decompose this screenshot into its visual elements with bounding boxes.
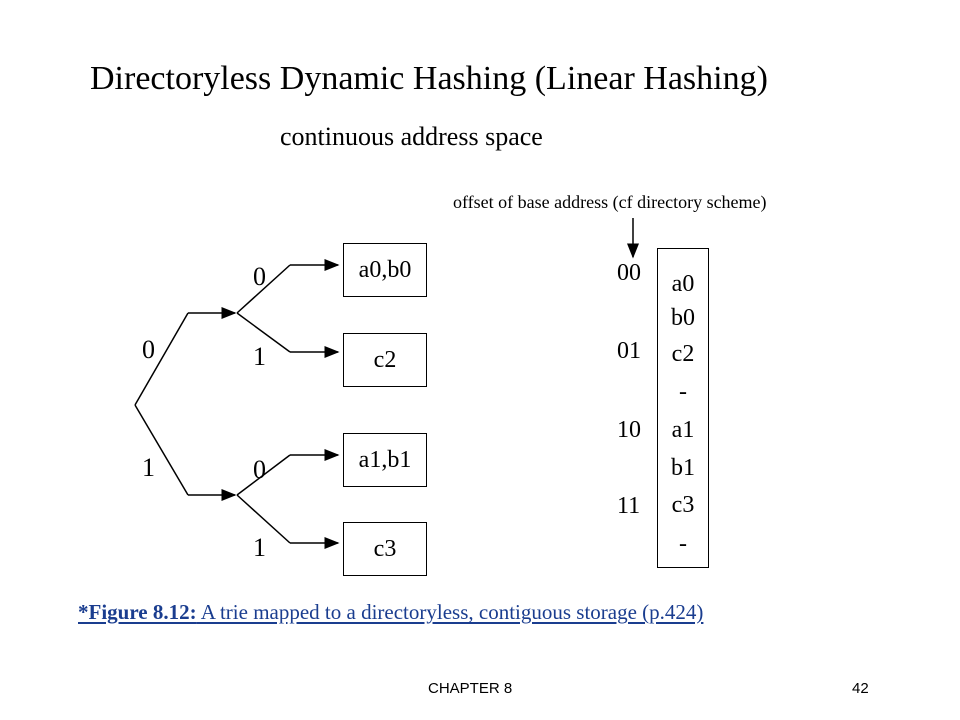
slide-subtitle: continuous address space (280, 122, 543, 151)
upper-bit-0: 0 (253, 262, 266, 291)
root-bit-0: 0 (142, 335, 155, 364)
edge-upper-1 (236, 312, 291, 353)
storage-annotation: offset of base address (cf directory sch… (453, 192, 767, 212)
edge-upper-0 (236, 264, 291, 314)
figure-caption-text: A trie mapped to a directoryless, contig… (196, 600, 704, 624)
lower-bit-0: 0 (253, 455, 266, 484)
address-10: 10 (617, 417, 641, 443)
footer-page-number: 42 (852, 680, 869, 697)
storage-slot: c3 (671, 492, 695, 518)
slide-title: Directoryless Dynamic Hashing (Linear Ha… (90, 60, 768, 97)
edge-lower-1 (236, 494, 291, 544)
edge-root-0 (134, 312, 189, 406)
figure-caption-label: *Figure 8.12: (78, 600, 197, 624)
bucket-a1-b1: a1,b1 (343, 433, 427, 487)
contiguous-storage: a0 b0 c2 - a1 b1 c3 - (657, 248, 709, 568)
lower-bit-1: 1 (253, 533, 266, 562)
storage-slot: a0 (671, 271, 695, 297)
figure-caption: *Figure 8.12: A trie mapped to a directo… (78, 600, 703, 625)
upper-bit-1: 1 (253, 342, 266, 371)
address-01: 01 (617, 338, 641, 364)
storage-slot: a1 (671, 417, 695, 443)
storage-slot: c2 (671, 341, 695, 367)
storage-slot: - (679, 531, 687, 557)
address-11: 11 (617, 493, 641, 519)
storage-slot: - (679, 379, 687, 405)
address-00: 00 (617, 260, 641, 286)
footer-chapter: CHAPTER 8 (428, 680, 513, 697)
edge-root-1 (134, 404, 189, 496)
storage-slot: b1 (671, 455, 695, 481)
bucket-a0-b0: a0,b0 (343, 243, 427, 297)
storage-slot: b0 (671, 305, 695, 331)
root-bit-1: 1 (142, 453, 155, 482)
bucket-c3: c3 (343, 522, 427, 576)
bucket-c2: c2 (343, 333, 427, 387)
edge-lower-0 (236, 454, 291, 496)
